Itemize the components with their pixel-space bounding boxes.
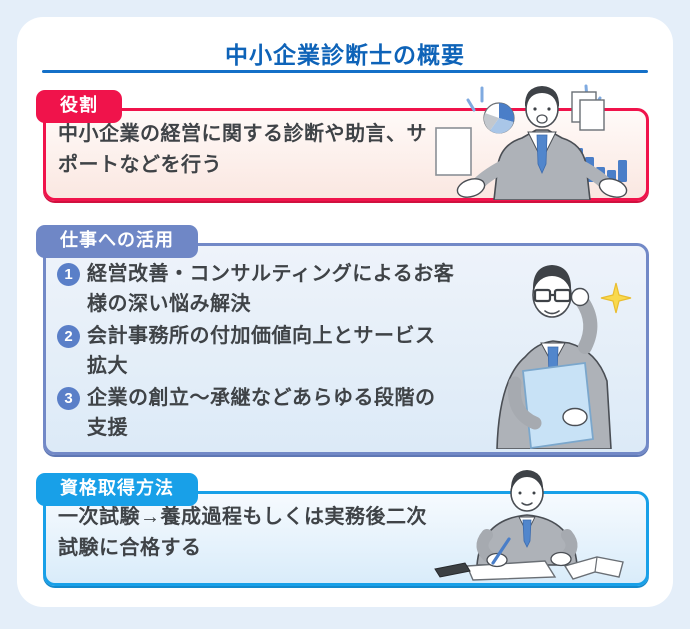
presenter-with-charts-illustration — [435, 84, 628, 200]
work-item-text: 経営改善・コンサルティングによるお客 様の深い悩み解決 — [87, 263, 455, 315]
page-title: 中小企業診断士の概要 — [225, 42, 465, 68]
section-method: 資格取得方法 一次試験→養成過程もしくは実務後二次 試験に合格する — [36, 470, 649, 586]
number-badge-3: 3 — [57, 387, 80, 410]
work-label: 仕事への活用 — [36, 225, 198, 258]
folder-icon — [522, 361, 594, 449]
presenter-figure — [456, 86, 628, 200]
summary-card: 中小企業診断士の概要 役割 中小企業の経営に関する診断や助言、サ ポートなどを行… — [17, 17, 673, 607]
pie-chart-icon — [483, 102, 515, 134]
method-text: 一次試験→養成過程もしくは実務後二次 試験に合格する — [58, 506, 427, 559]
number-badge-1: 1 — [57, 263, 80, 286]
sparkle-icon — [600, 282, 632, 314]
phone-icon — [434, 562, 471, 578]
number-badge-2: 2 — [57, 325, 80, 348]
document-icon — [435, 127, 472, 176]
papers-icon — [571, 91, 605, 131]
title-underline — [42, 70, 648, 73]
person-writing-at-desk-illustration — [434, 470, 624, 581]
list-item: 1 経営改善・コンサルティングによるお客 様の深い悩み解決 — [57, 259, 477, 319]
list-item: 2 会計事務所の付加価値向上とサービス 拡大 — [57, 321, 477, 381]
role-label: 役割 — [36, 90, 122, 123]
consultant-adjusting-glasses-illustration — [496, 265, 632, 449]
glasses-icon — [533, 288, 572, 303]
pen-icon — [491, 537, 511, 565]
method-label: 資格取得方法 — [36, 473, 198, 506]
paper-icon — [465, 560, 557, 581]
work-item-text: 企業の創立〜承継などあらゆる段階の 支援 — [87, 387, 436, 439]
role-text: 中小企業の経営に関する診断や助言、サ ポートなどを行う — [58, 123, 427, 176]
section-role: 役割 中小企業の経営に関する診断や助言、サ ポートなどを行う — [36, 84, 649, 201]
work-list: 1 経営改善・コンサルティングによるお客 様の深い悩み解決 2 会計事務所の付加… — [57, 259, 477, 445]
list-item: 3 企業の創立〜承継などあらゆる段階の 支援 — [57, 383, 477, 443]
section-work: 仕事への活用 1 経営改善・コンサルティングによるお客 様の深い悩み解決 2 会… — [36, 225, 649, 455]
work-item-text: 会計事務所の付加価値向上とサービス 拡大 — [87, 325, 436, 377]
